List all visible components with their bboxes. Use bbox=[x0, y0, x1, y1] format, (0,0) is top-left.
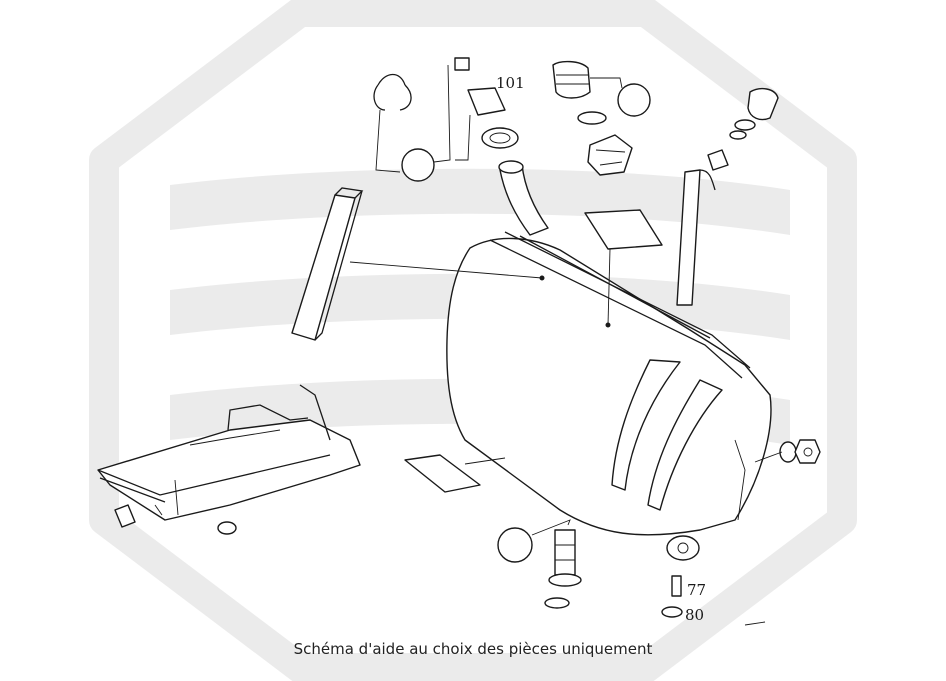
foam-pad-top bbox=[584, 209, 663, 328]
fuel-tank bbox=[446, 160, 772, 536]
vent-hose-assembly bbox=[676, 87, 779, 306]
foam-pad-left bbox=[291, 187, 545, 341]
label-101: 101 bbox=[496, 74, 525, 92]
mounting-nuts bbox=[754, 439, 821, 464]
fuel-pump-assembly bbox=[552, 60, 651, 176]
label-80: 80 bbox=[685, 606, 704, 624]
label-77: 77 bbox=[687, 581, 706, 599]
disclaimer-caption: Schéma d'aide au choix des pièces unique… bbox=[293, 640, 653, 658]
drain-filter-assembly bbox=[497, 519, 582, 609]
heat-shield-bracket bbox=[97, 384, 361, 535]
foam-pad-bottom bbox=[404, 454, 506, 493]
fuel-sender-unit: 101 bbox=[373, 57, 525, 182]
level-sensor-assembly: 77 80 bbox=[661, 535, 766, 626]
